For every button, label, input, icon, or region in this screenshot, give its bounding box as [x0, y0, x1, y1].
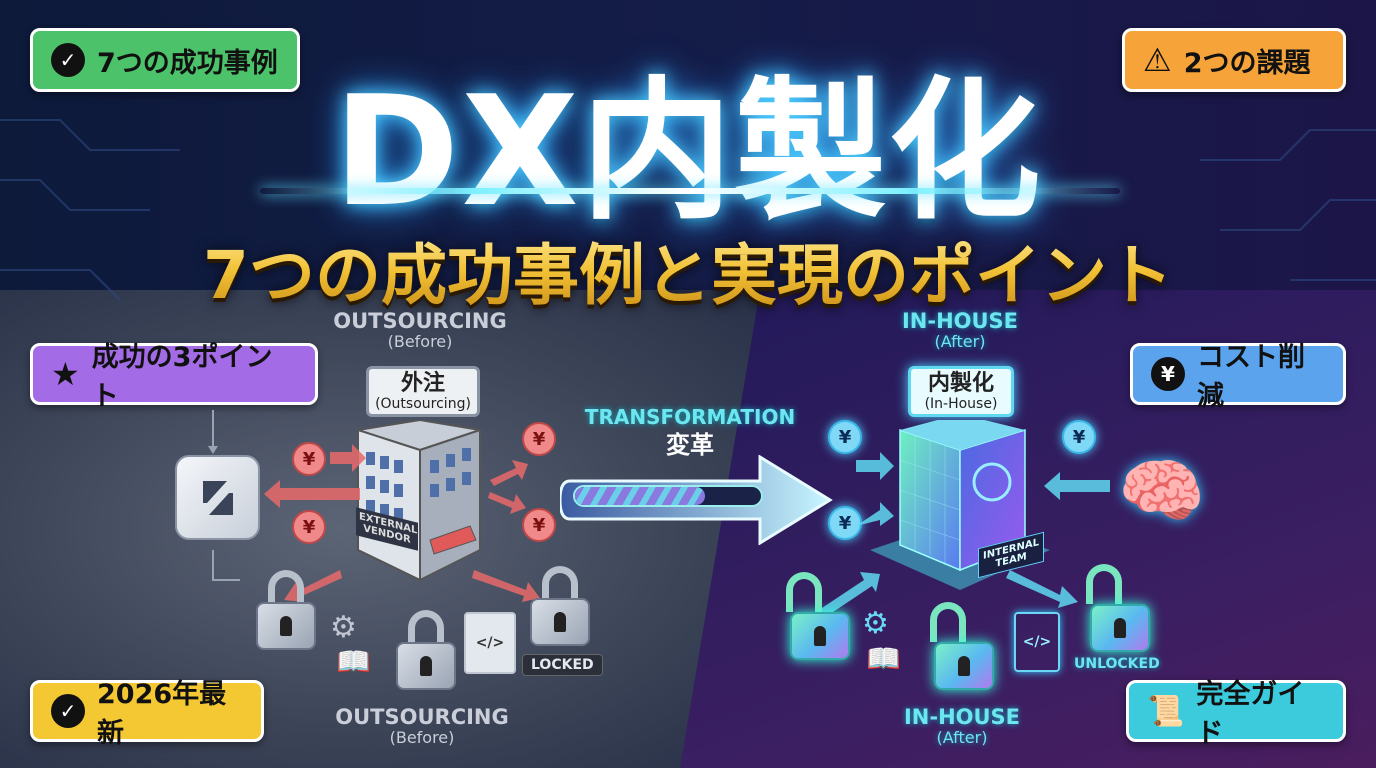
gears-icon: ⚙ [862, 606, 889, 641]
title-glow-line [260, 188, 1120, 194]
subtitle: 7つの成功事例と実現のポイント [0, 222, 1376, 318]
unlocked-lock-icon [1086, 564, 1150, 652]
gears-icon: ⚙ [330, 610, 357, 645]
after-subheading-text: (After) [934, 332, 986, 352]
yen-icon: ¥ [1151, 357, 1185, 391]
internal-team-building-icon [870, 420, 1050, 590]
after-bottom-heading: IN-HOUSE (After) [862, 705, 1062, 748]
badge-issues: ⚠ 2つの課題 [1122, 28, 1346, 92]
before-bottom-heading: OUTSOURCING (Before) [322, 705, 522, 748]
badge-label: 7つの成功事例 [97, 47, 278, 79]
after-heading-text: IN-HOUSE [901, 309, 1019, 333]
before-heading: OUTSOURCING (Before) [320, 309, 520, 352]
book-icon: 📖 [866, 642, 901, 675]
check-circle-icon: ✓ [51, 43, 85, 77]
sign-sub-text: (Outsourcing) [375, 396, 471, 413]
progress-fill [575, 487, 706, 505]
unlocked-lock-icon [930, 602, 994, 690]
badge-label: 2つの課題 [1183, 47, 1311, 79]
sign-main-text: 内製化 [927, 371, 994, 396]
after-bottom-subheading-text: (After) [936, 728, 988, 748]
code-window-icon: </> [1014, 612, 1060, 672]
before-bottom-heading-text: OUTSOURCING [335, 705, 509, 729]
before-heading-text: OUTSOURCING [333, 309, 507, 333]
inhouse-sign: 内製化 (In-House) [908, 366, 1014, 418]
warning-icon: ⚠ [1143, 41, 1172, 79]
transformation-label: TRANSFORMATION 変革 [570, 406, 810, 458]
connector-arrows [208, 410, 240, 581]
yen-coin-icon: ¥ [292, 442, 326, 476]
badge-cost: ¥ コスト削減 [1130, 342, 1346, 412]
badge-latest: ✓ 2026年最新 [30, 679, 264, 749]
badge-label: 2026年最新 [97, 679, 227, 749]
resource-flow-arrows [804, 452, 1110, 620]
yen-coin-icon: ¥ [522, 508, 556, 542]
sign-main-text: 外注 [400, 371, 445, 396]
lock-icon [256, 570, 316, 650]
code-window-icon: </> [464, 612, 516, 674]
brain-icon: 🧠 [1118, 450, 1206, 532]
outsourcing-sign: 外注 (Outsourcing) [366, 366, 480, 418]
badge-points: ★ 成功の3ポイント [30, 342, 318, 412]
yen-coin-icon: ¥ [292, 510, 326, 544]
after-heading: IN-HOUSE (After) [860, 309, 1060, 352]
transformation-progress-bar [573, 485, 763, 507]
yen-coin-icon: ¥ [1062, 420, 1096, 454]
lock-icon [396, 610, 456, 690]
lock-icon [530, 566, 590, 646]
main-title: DX内製化 [333, 63, 1043, 240]
unlocked-lock-icon [786, 572, 850, 660]
locked-label: LOCKED [522, 654, 603, 676]
transformation-label-ja: 変革 [666, 431, 714, 459]
badge-label: 完全ガイド [1196, 679, 1305, 749]
star-icon: ★ [51, 355, 80, 393]
before-bottom-subheading-text: (Before) [389, 728, 455, 748]
book-icon: 📖 [336, 645, 371, 678]
unlocked-label: UNLOCKED [1074, 656, 1160, 672]
app-logo-icon [175, 455, 260, 540]
badge-label: 成功の3ポイント [91, 342, 273, 412]
yen-coin-icon: ¥ [828, 420, 862, 454]
badge-label: コスト削減 [1197, 342, 1305, 412]
after-bottom-heading-text: IN-HOUSE [903, 705, 1021, 729]
sign-sub-text: (In-House) [924, 396, 998, 413]
yen-coin-icon: ¥ [522, 422, 556, 456]
transformation-label-en: TRANSFORMATION [584, 405, 796, 429]
award-ribbon-icon: ✓ [51, 694, 85, 728]
badge-guide: 📜 完全ガイド [1126, 679, 1346, 749]
badge-success-cases: ✓ 7つの成功事例 [30, 28, 300, 92]
scroll-icon: 📜 [1147, 693, 1185, 729]
before-subheading-text: (Before) [387, 332, 453, 352]
